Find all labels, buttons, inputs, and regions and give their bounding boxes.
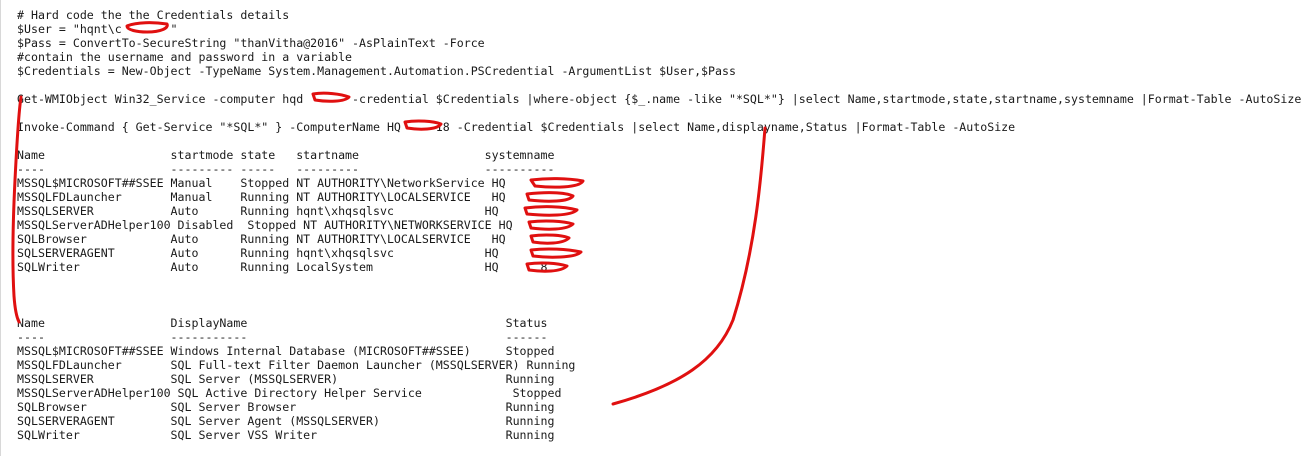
script-line: $Credentials = New-Object -TypeName Syst… bbox=[17, 64, 736, 78]
table2-header: Name DisplayName Status bbox=[17, 316, 548, 330]
table-row: SQLWriter SQL Server VSS Writer Running bbox=[17, 428, 555, 442]
table-row: MSSQLFDLauncher Manual Running NT AUTHOR… bbox=[17, 190, 506, 204]
table-row: MSSQLServerADHelper100 Disabled Stopped … bbox=[17, 218, 513, 232]
table-row: SQLBrowser Auto Running NT AUTHORITY\LOC… bbox=[17, 232, 506, 246]
script-line: $User = "hqnt\c " bbox=[17, 22, 178, 36]
table-row: MSSQLFDLauncher SQL Full-text Filter Dae… bbox=[17, 358, 576, 372]
table-row: MSSQLServerADHelper100 SQL Active Direct… bbox=[17, 386, 562, 400]
script-line: $Pass = ConvertTo-SecureString "thanVith… bbox=[17, 36, 485, 50]
table-row: SQLSERVERAGENT Auto Running hqnt\xhqsqls… bbox=[17, 246, 499, 260]
table-row: MSSQLSERVER Auto Running hqnt\xhqsqlsvc … bbox=[17, 204, 499, 218]
redaction-mark bbox=[525, 191, 575, 203]
annotation-stroke-right bbox=[611, 126, 767, 406]
table1-divider: ---- --------- ----- --------- ---------… bbox=[17, 162, 555, 176]
redaction-mark bbox=[529, 177, 585, 189]
script-line: #contain the username and password in a … bbox=[17, 50, 353, 64]
table-row: SQLSERVERAGENT SQL Server Agent (MSSQLSE… bbox=[17, 414, 555, 428]
table1-header: Name startmode state startname systemnam… bbox=[17, 148, 555, 162]
get-wmiobject-command: Get-WMIObject Win32_Service -computer hq… bbox=[17, 92, 1302, 106]
redaction-mark bbox=[529, 233, 571, 245]
redaction-mark bbox=[527, 219, 575, 231]
script-line: # Hard code the the Credentials details bbox=[17, 8, 290, 22]
invoke-command-line: Invoke-Command { Get-Service "*SQL*" } -… bbox=[17, 120, 1016, 134]
redaction-mark bbox=[529, 247, 583, 259]
table-row: MSSQLSERVER SQL Server (MSSQLSERVER) Run… bbox=[17, 372, 555, 386]
table2-divider: ---- ----------- ------ bbox=[17, 330, 548, 344]
table-row: MSSQL$MICROSOFT##SSEE Manual Stopped NT … bbox=[17, 176, 506, 190]
table-row: MSSQL$MICROSOFT##SSEE Windows Internal D… bbox=[17, 344, 555, 358]
redaction-mark bbox=[523, 205, 579, 217]
table-row: SQLBrowser SQL Server Browser Running bbox=[17, 400, 555, 414]
table-row: SQLWriter Auto Running LocalSystem HQ 8 bbox=[17, 260, 548, 274]
